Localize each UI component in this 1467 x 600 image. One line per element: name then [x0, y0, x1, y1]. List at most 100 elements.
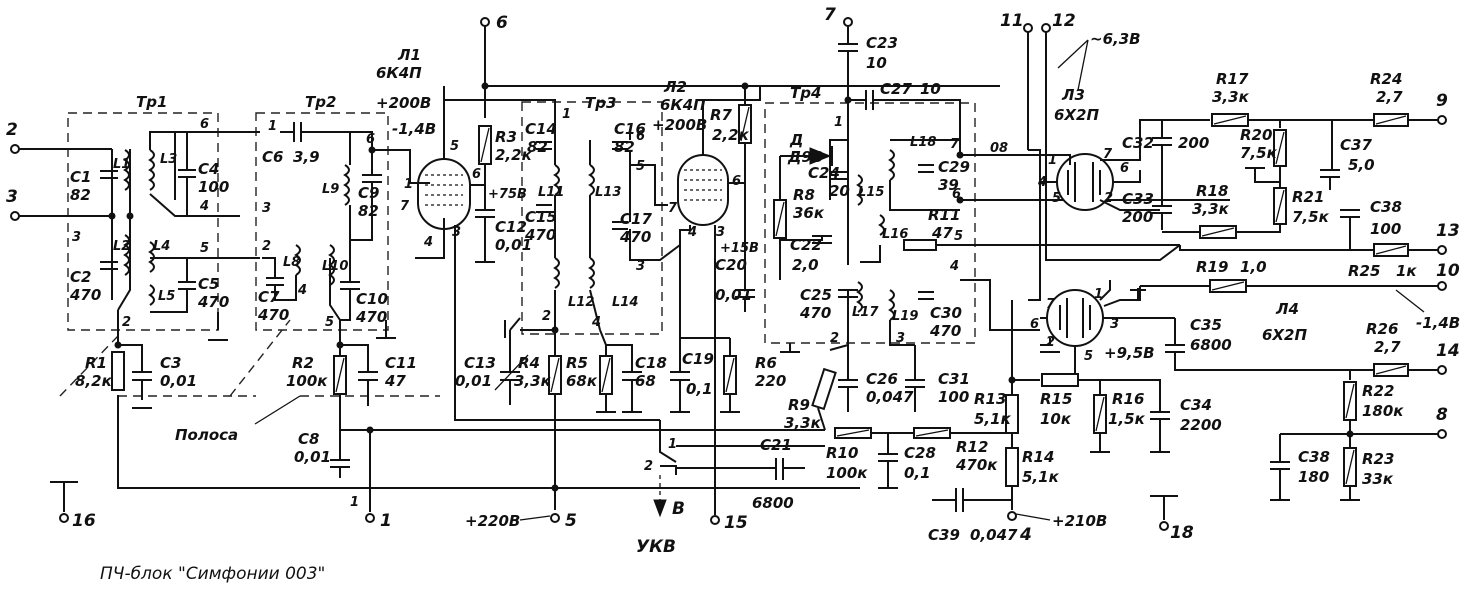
r14-value: 5,1к [1022, 468, 1060, 486]
c25-value: 470 [799, 304, 831, 322]
r10-value: 100к [826, 464, 868, 482]
tr2-pin-3: 3 [262, 201, 271, 216]
terminal-5[interactable] [550, 513, 560, 523]
switch-b[interactable] [659, 420, 677, 475]
terminal-15[interactable] [710, 515, 720, 525]
c17-label: С17 [620, 210, 652, 228]
l4-tube-label: Л4 [1275, 300, 1299, 318]
terminal-4[interactable] [1007, 511, 1017, 521]
terminal-18[interactable] [1159, 521, 1169, 531]
tr3-pin-4: 4 [591, 315, 601, 330]
tr1-pin-5: 5 [200, 241, 209, 256]
c39-value: 0,047 [970, 526, 1018, 544]
r2-diag [335, 357, 345, 393]
r25-diag [1375, 245, 1407, 255]
tr4-j1 [956, 151, 964, 159]
r14-resistor[interactable] [1005, 447, 1019, 487]
r1-value: 8,2к [75, 372, 113, 390]
c14-value: 82 [527, 138, 548, 156]
tr1-outline [67, 112, 219, 331]
terminal-12[interactable] [1041, 23, 1051, 33]
terminal-11-label: 11 [1000, 11, 1024, 31]
r21-diag [1275, 189, 1285, 223]
terminal-7[interactable] [843, 17, 853, 27]
c12-cap [475, 164, 495, 263]
l3-tube-label: Л3 [1061, 86, 1085, 104]
c32-value: 200 [1178, 134, 1209, 152]
c32-label: С32 [1122, 134, 1154, 152]
c38a-value: 100 [1370, 220, 1401, 238]
terminal-2[interactable] [10, 144, 20, 154]
switch-arrow [653, 499, 667, 518]
tr2-pin-1: 1 [268, 119, 277, 134]
c11-label: С11 [385, 354, 417, 372]
c31-value: 100 [938, 388, 969, 406]
l5-coil [148, 284, 155, 306]
input-wire-3 [19, 205, 113, 217]
l1-tube-grids [425, 174, 463, 206]
c38b-cap [1270, 434, 1290, 501]
terminal-8[interactable] [1437, 429, 1447, 439]
terminal-3[interactable] [10, 211, 20, 221]
c5-cap [150, 258, 196, 313]
terminal-6[interactable] [480, 17, 490, 27]
c24-value: 20 [829, 182, 850, 200]
l19-coil [888, 289, 895, 321]
terminal-10[interactable] [1437, 281, 1447, 291]
terminal-16[interactable] [59, 513, 69, 523]
l9-coil [343, 164, 350, 206]
r2-label: R2 [292, 354, 314, 372]
terminal-13-label: 13 [1436, 221, 1460, 241]
polosa-leader [254, 395, 301, 425]
l11-coil [553, 164, 560, 196]
c23-label: С23 [866, 34, 898, 52]
c30-label: С30 [930, 304, 962, 322]
tr2-pin-2: 2 [262, 239, 271, 254]
c32-cap [1152, 120, 1172, 200]
c26-cap [838, 345, 858, 412]
c2-value: 470 [69, 286, 101, 304]
terminal-8-label: 8 [1436, 405, 1448, 425]
c9-label: С9 [358, 184, 379, 202]
terminal-13[interactable] [1437, 245, 1447, 255]
c16-value: 82 [614, 138, 635, 156]
l1-tube-anode-v: +200В [376, 94, 431, 112]
r16-value: 1,5к [1108, 410, 1146, 428]
l1-pin-7: 7 [400, 199, 410, 214]
c5-value: 470 [197, 293, 229, 311]
c35-cap [1165, 318, 1185, 362]
polosa-label: Полоса [175, 426, 238, 444]
terminal-9[interactable] [1437, 115, 1447, 125]
r13-resistor[interactable] [1005, 394, 1019, 434]
r16-label: R16 [1112, 390, 1144, 408]
l2-tube-anode-v: +200В [652, 116, 707, 134]
r9-resistor[interactable] [811, 367, 837, 411]
r15-resistor[interactable] [1041, 373, 1079, 387]
c24-label: С24 [808, 164, 840, 182]
c34-value: 2200 [1180, 416, 1222, 434]
l3-pin-6: 6 [1120, 161, 1129, 176]
l1-cathode-wire [454, 265, 660, 421]
c12-value: 0,01 [495, 236, 532, 254]
terminal-1[interactable] [365, 513, 375, 523]
terminal-11[interactable] [1023, 23, 1033, 33]
l4-wiring [1040, 280, 1175, 395]
terminal-14[interactable] [1437, 365, 1447, 375]
l18-label: L18 [910, 135, 936, 150]
c23-cap [838, 26, 858, 86]
l1-tube-type: 6К4П [376, 64, 422, 82]
c6-label: С6 [262, 148, 283, 166]
l14-coil [588, 257, 595, 289]
c17-value: 470 [619, 228, 651, 246]
r26-label: R26 [1366, 320, 1398, 338]
dio-label: Д [789, 131, 803, 149]
c35-value: 6800 [1190, 336, 1232, 354]
r1-resistor[interactable] [111, 351, 125, 391]
l8-label: L8 [283, 255, 300, 270]
l15-coil [856, 174, 863, 206]
c10-cap [340, 240, 360, 321]
c4-cap [178, 132, 196, 216]
r22-value: 180к [1362, 402, 1404, 420]
c22-value: 2,0 [792, 256, 819, 274]
r7-wire [735, 86, 755, 312]
